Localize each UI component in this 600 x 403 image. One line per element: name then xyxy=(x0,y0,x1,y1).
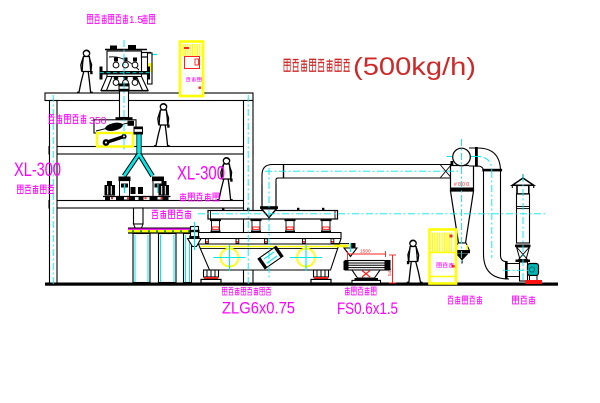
svg-text:1.5: 1.5 xyxy=(129,15,143,26)
svg-text:ZLG6x0.75: ZLG6x0.75 xyxy=(222,299,295,318)
svg-text:FS0.6x1.5: FS0.6x1.5 xyxy=(337,299,398,318)
svg-text:1500: 1500 xyxy=(360,249,371,255)
svg-text:350: 350 xyxy=(89,115,107,127)
svg-text:XL-300: XL-300 xyxy=(177,164,225,185)
svg-text:540: 540 xyxy=(387,268,393,276)
svg-text:(500kg/h): (500kg/h) xyxy=(353,53,476,81)
svg-text:XL-300: XL-300 xyxy=(14,160,61,181)
